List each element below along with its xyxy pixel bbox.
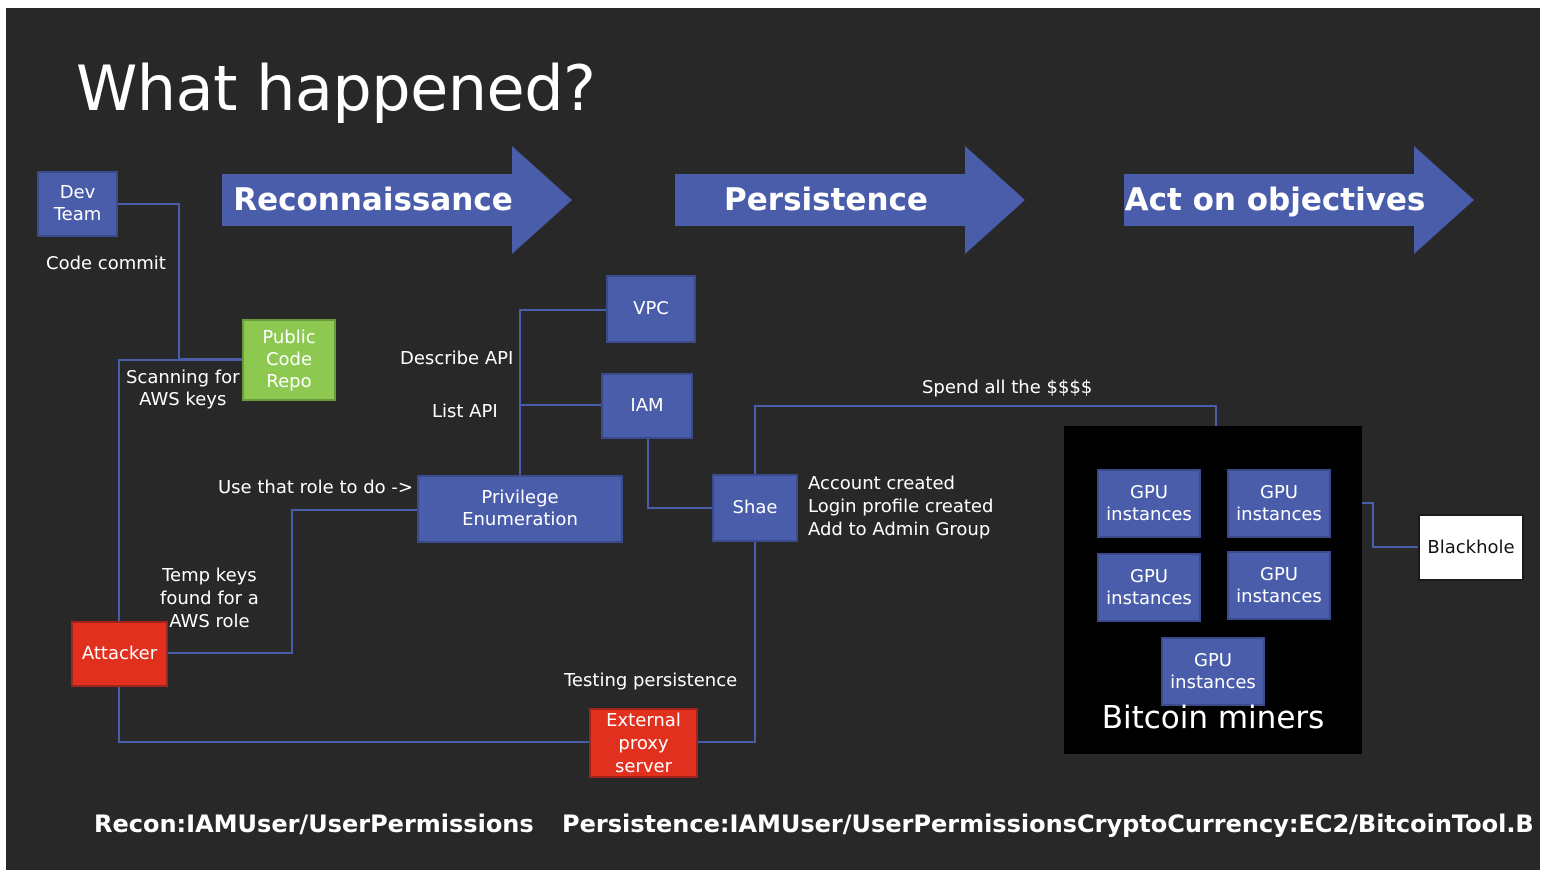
finding-persistence: Persistence:IAMUser/UserPermissions (562, 810, 1077, 838)
finding-cryptocurrency: CryptoCurrency:EC2/BitcoinTool.B (1077, 810, 1534, 838)
use-role-label: Use that role to do -> (218, 477, 413, 498)
gpu-instances-node: GPU instances (1097, 553, 1201, 622)
temp-keys-label: Temp keys found for a AWS role (160, 565, 259, 632)
dev-team-node: Dev Team (37, 171, 118, 237)
gpu-instances-node: GPU instances (1161, 637, 1265, 706)
phase-persistence-arrow: Persistence (675, 146, 1025, 254)
code-commit-label: Code commit (46, 253, 166, 274)
finding-recon: Recon:IAMUser/UserPermissions (94, 810, 534, 838)
spend-label: Spend all the $$$$ (922, 377, 1093, 398)
account-created-label: Account created Login profile created Ad… (808, 473, 994, 540)
gpu-instances-node: GPU instances (1227, 469, 1331, 538)
phase-label: Act on objectives (1124, 182, 1426, 218)
arrow-icon (222, 146, 572, 254)
public-code-repo-node: Public Code Repo (242, 319, 336, 401)
scanning-label: Scanning for AWS keys (126, 367, 240, 410)
list-api-label: List API (432, 401, 498, 422)
phase-label: Reconnaissance (233, 182, 513, 218)
gpu-instances-node: GPU instances (1227, 551, 1331, 620)
privilege-enumeration-node: Privilege Enumeration (417, 475, 623, 543)
arrow-icon (675, 146, 1025, 254)
testing-persistence-label: Testing persistence (564, 670, 738, 691)
arrow-icon (1124, 146, 1474, 254)
external-proxy-server-node: External proxy server (589, 708, 698, 778)
phase-reconnaissance-arrow: Reconnaissance (222, 146, 572, 254)
phase-act-on-objectives-arrow: Act on objectives (1124, 146, 1474, 254)
gpu-instances-node: GPU instances (1097, 469, 1201, 538)
phase-label: Persistence (724, 182, 928, 218)
vpc-node: VPC (606, 275, 696, 343)
blackhole-node: Blackhole (1418, 514, 1524, 581)
bitcoin-miners-label: Bitcoin miners (1101, 700, 1325, 736)
slide-title: What happened? (76, 52, 596, 125)
describe-api-label: Describe API (400, 348, 514, 369)
iam-node: IAM (601, 373, 693, 439)
shae-node: Shae (712, 474, 798, 542)
attacker-node: Attacker (71, 621, 168, 687)
